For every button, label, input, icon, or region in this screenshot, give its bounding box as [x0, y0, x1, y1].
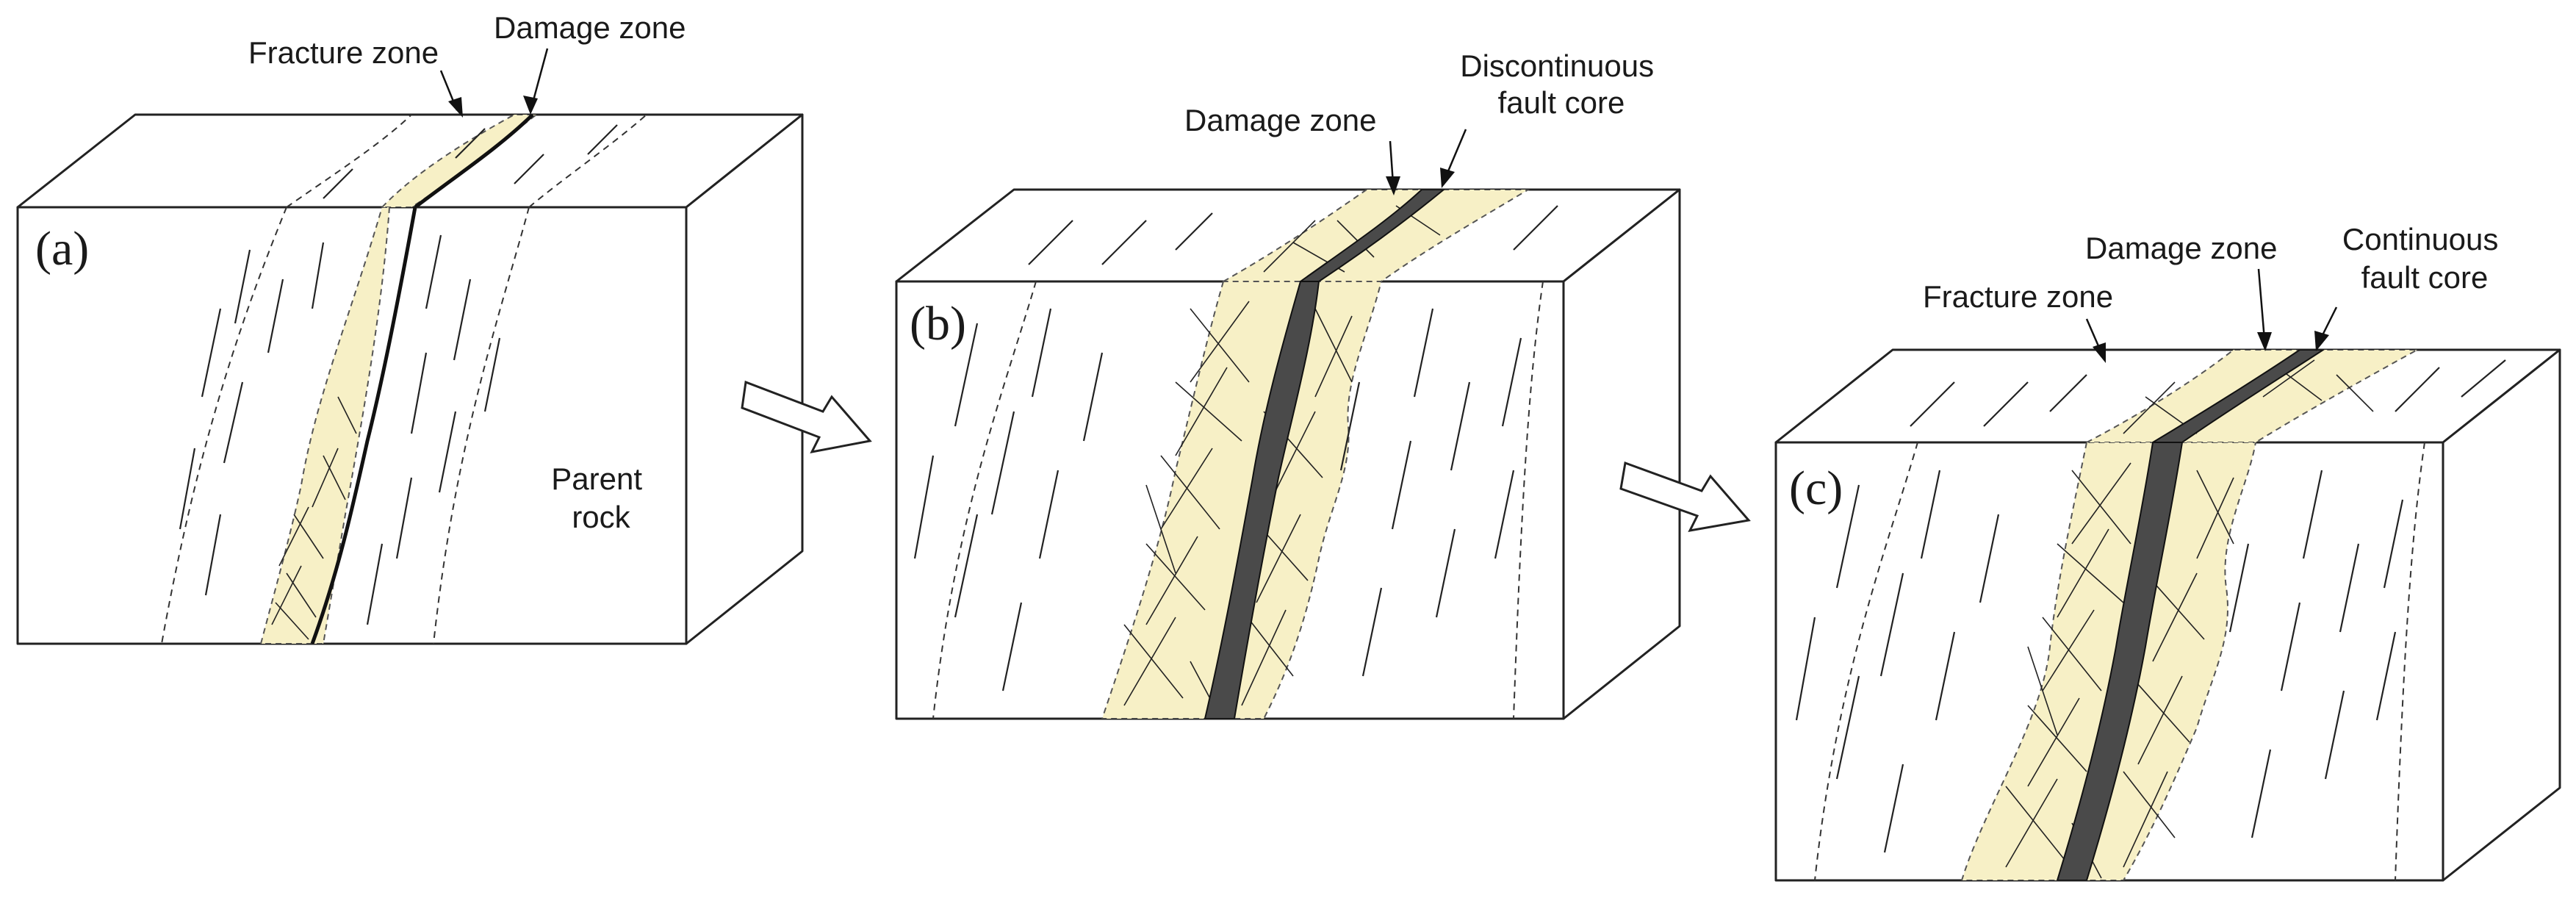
fault-core-label-b: Discontinuous fault core — [1460, 49, 1662, 120]
fault-core-b — [1204, 281, 1320, 719]
fracture-zone-label-c: Fracture zone — [1923, 279, 2113, 314]
fracture-zone-boundary-left-a — [161, 207, 287, 644]
fractures-b — [913, 308, 1522, 692]
panel-b: (b) Damage zone Discontinuous fault core — [895, 49, 1681, 720]
fracture-zone-boundary-left-b — [932, 281, 1037, 719]
damage-zone-fractures-c — [2005, 462, 2234, 879]
progression-arrow-a-to-b — [741, 380, 872, 454]
panel-a: (a) Fracture zone Damage zone Parent roc… — [16, 10, 804, 645]
fracture-zone-boundary-right-b — [1513, 281, 1544, 719]
panel-b-tag: (b) — [910, 297, 966, 351]
damage-zone-a — [259, 207, 391, 644]
parent-rock-line-2: rock — [572, 500, 630, 534]
fractures-a — [179, 234, 501, 625]
fracture-zone-boundary-right-c — [2395, 442, 2425, 880]
block-c-side-face — [2442, 348, 2561, 882]
fracture-zone-boundary-right-a — [433, 207, 530, 644]
block-c-front-content — [1795, 442, 2425, 880]
block-a-side-face — [685, 113, 804, 645]
fracture-zone-boundary-left-c — [1814, 442, 1918, 880]
fault-core-b-line-1: Discontinuous — [1460, 49, 1654, 83]
progression-arrow-b-to-c — [1619, 461, 1751, 532]
block-b-front-content — [913, 281, 1544, 719]
block-b-side-face — [1562, 188, 1681, 720]
fractures-c — [1795, 470, 2404, 853]
damage-zone-fractures-b — [1123, 301, 1353, 717]
parent-rock-label: Parent rock — [551, 461, 650, 534]
panel-c: (c) Fracture zone Damage zone Continuous… — [1774, 222, 2561, 882]
fault-core-c-top — [2150, 350, 2326, 442]
block-c-top-content — [1910, 350, 2506, 442]
fracture-zone-label-a: Fracture zone — [248, 35, 439, 70]
damage-zone-leader-c — [2257, 268, 2266, 340]
parent-rock-line-1: Parent — [551, 461, 642, 496]
fault-trace-a — [310, 207, 417, 644]
fault-core-label-c: Continuous fault core — [2342, 222, 2507, 295]
damage-zone-label-b: Damage zone — [1184, 103, 1377, 137]
damage-zone-label-a: Damage zone — [494, 10, 686, 45]
fault-trace-a-top — [414, 115, 534, 207]
block-b-top-content — [1028, 190, 1558, 281]
damage-zone-c — [1960, 442, 2257, 880]
block-a-top-content — [286, 115, 647, 207]
fault-core-b-top — [1298, 190, 1446, 281]
fault-core-leader-b — [1444, 129, 1467, 177]
fault-core-b-line-2: fault core — [1498, 85, 1625, 120]
fault-core-c-line-2: fault core — [2361, 260, 2489, 295]
damage-zone-label-c: Damage zone — [2085, 231, 2278, 265]
fault-core-c — [2056, 442, 2184, 880]
damage-zone-fractures-a — [271, 396, 357, 640]
panel-c-tag: (c) — [1789, 461, 1843, 515]
block-a-front-content — [161, 207, 530, 644]
fault-core-c-line-1: Continuous — [2342, 222, 2498, 256]
damage-zone-leader-a — [531, 48, 549, 104]
panel-a-tag: (a) — [35, 222, 89, 276]
